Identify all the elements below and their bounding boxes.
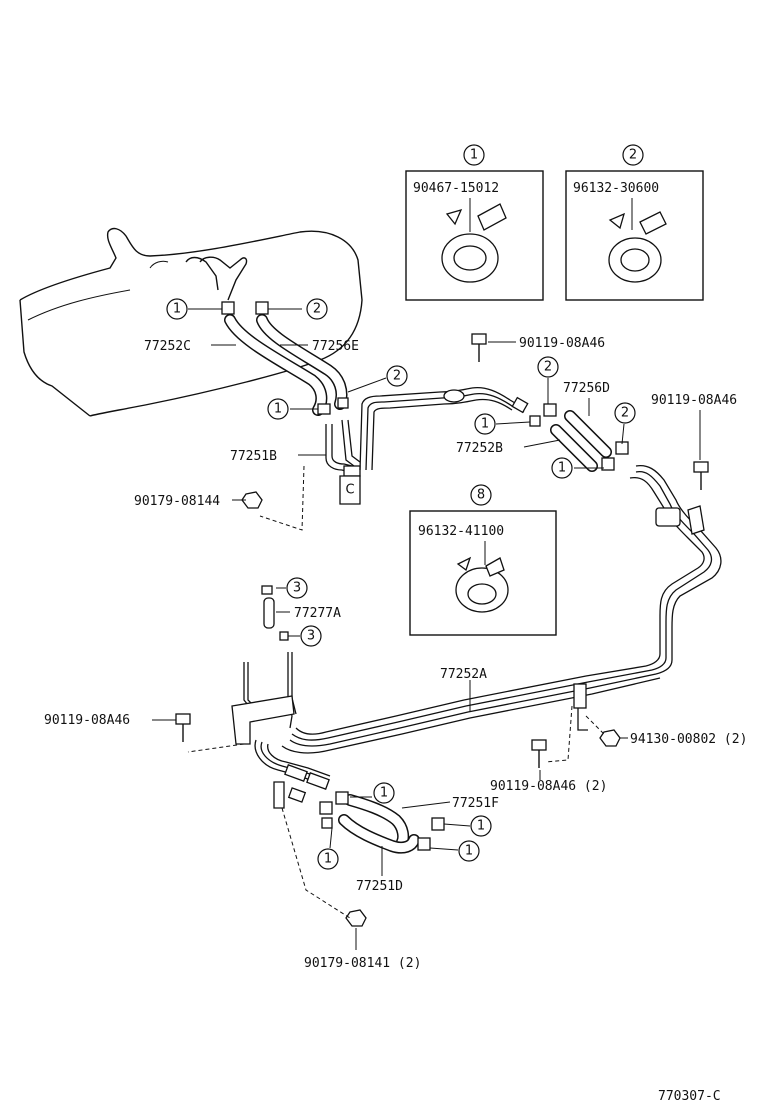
label-77252c: 77252C <box>144 339 191 354</box>
reference-lines <box>187 465 605 919</box>
svg-text:1: 1 <box>481 417 489 432</box>
label-90179-08144: 90179-08144 <box>134 494 220 509</box>
leader-lines <box>152 308 701 950</box>
bolt-icon <box>531 739 547 768</box>
inset-box-2-number: 2 <box>629 148 637 163</box>
callout-2: 2 <box>537 356 559 378</box>
label-90119-08a46-2: 90119-08A46 (2) <box>490 779 607 794</box>
svg-text:3: 3 <box>307 629 315 644</box>
callout-1: 1 <box>267 398 289 420</box>
callout-1: 1 <box>166 298 188 320</box>
inset-box-clip-8: 8 96132-41100 <box>409 484 557 636</box>
label-77256e: 77256E <box>312 339 359 354</box>
svg-text:1: 1 <box>558 461 566 476</box>
svg-text:1: 1 <box>324 852 332 867</box>
hose-77252b <box>550 424 598 472</box>
label-77252b: 77252B <box>456 441 503 456</box>
bolt-icon <box>175 713 191 742</box>
svg-text:1: 1 <box>173 302 181 317</box>
hose-77277a <box>261 585 289 641</box>
inset-box-clip-1: 1 90467-15012 <box>405 144 544 301</box>
callout-3: 3 <box>300 625 322 647</box>
inset-box-8-number: 8 <box>477 488 485 503</box>
svg-text:2: 2 <box>544 360 552 375</box>
pipe-run-right <box>629 464 722 675</box>
hose-77256d <box>564 410 612 458</box>
svg-text:2: 2 <box>393 369 401 384</box>
nut-icon <box>599 729 621 747</box>
svg-text:1: 1 <box>465 844 473 859</box>
svg-text:C: C <box>345 483 354 498</box>
bolt-icon <box>471 333 487 362</box>
pipe-run-lower-left <box>231 652 331 809</box>
inset-box-1-number: 1 <box>470 148 478 163</box>
callout-1: 1 <box>551 457 573 479</box>
callout-2: 2 <box>306 298 328 320</box>
clamp-icon <box>221 301 349 415</box>
inset-box-2-part-no: 96132-30600 <box>573 181 659 196</box>
svg-text:1: 1 <box>380 786 388 801</box>
part-labels: 77252C 77256E 77251B 90179-08144 90119-0… <box>44 336 747 1104</box>
svg-text:1: 1 <box>274 402 282 417</box>
label-77251b: 77251B <box>230 449 277 464</box>
clip-icon <box>455 541 509 613</box>
bracket-c: C <box>339 475 361 505</box>
pipe-77251b <box>325 419 361 477</box>
label-90119-08a46-right: 90119-08A46 <box>651 393 737 408</box>
nut-icon <box>345 909 367 927</box>
label-90119-08a46-left: 90119-08A46 <box>44 713 130 728</box>
label-90119-08a46-top: 90119-08A46 <box>519 336 605 351</box>
label-77251f: 77251F <box>452 796 499 811</box>
callout-1: 1 <box>470 815 492 837</box>
svg-text:3: 3 <box>293 581 301 596</box>
inset-box-clip-2: 2 96132-30600 <box>565 144 704 301</box>
callout-1: 1 <box>317 848 339 870</box>
inset-box-8-part-no: 96132-41100 <box>418 524 504 539</box>
pipe-run-upper <box>359 386 529 471</box>
clamp-icon <box>319 791 445 851</box>
label-77252a: 77252A <box>440 667 487 682</box>
label-77256d: 77256D <box>563 381 610 396</box>
callout-1: 1 <box>458 840 480 862</box>
callout-3: 3 <box>286 577 308 599</box>
callout-2: 2 <box>614 402 636 424</box>
hose-77251d <box>338 814 420 854</box>
hose-77251f <box>344 794 410 848</box>
callout-1: 1 <box>373 782 395 804</box>
diagram-id: 770307-C <box>658 1089 721 1104</box>
callout-1: 1 <box>474 413 496 435</box>
callout-2: 2 <box>386 365 408 387</box>
label-90179-08141: 90179-08141 (2) <box>304 956 421 971</box>
hose-77256e <box>256 314 348 410</box>
pipe-77252a <box>281 665 661 754</box>
inset-box-1-part-no: 90467-15012 <box>413 181 499 196</box>
bolt-icon <box>693 461 709 490</box>
label-77251d: 77251D <box>356 879 403 894</box>
hose-77252c <box>224 314 328 416</box>
callout-circles: 1 2 1 2 2 1 2 1 3 3 1 1 1 1 <box>166 298 636 870</box>
label-94130-00802: 94130-00802 (2) <box>630 732 747 747</box>
clip-icon <box>441 198 507 283</box>
svg-text:2: 2 <box>313 302 321 317</box>
clip-icon <box>608 198 667 283</box>
fuel-tank <box>19 227 363 417</box>
svg-text:1: 1 <box>477 819 485 834</box>
label-77277a: 77277A <box>294 606 341 621</box>
svg-text:2: 2 <box>621 406 629 421</box>
